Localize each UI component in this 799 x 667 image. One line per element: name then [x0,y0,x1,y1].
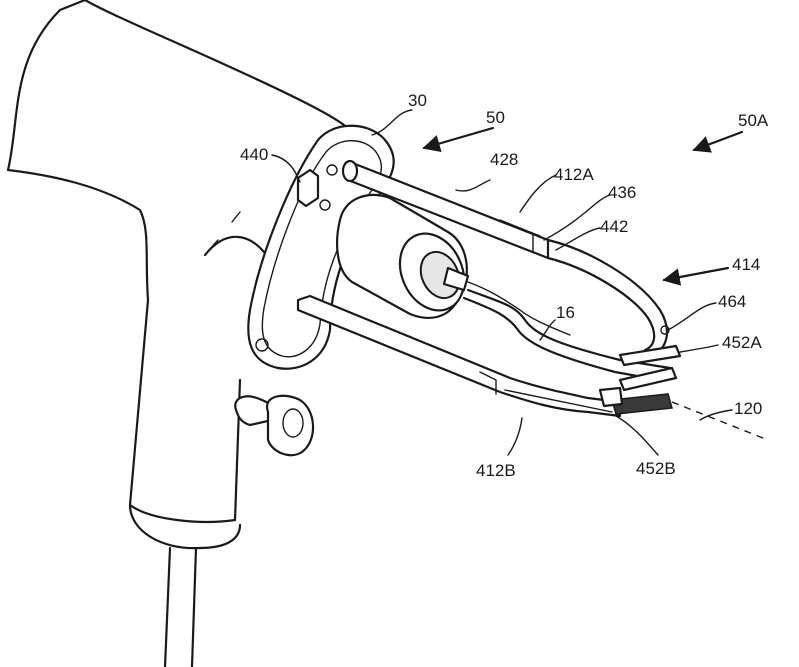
label-414: 414 [732,255,760,274]
label-50A: 50A [738,111,769,130]
label-452A: 452A [722,333,762,352]
label-412A: 412A [554,165,594,184]
label-120: 120 [734,399,762,418]
label-442: 442 [600,217,628,236]
direction-arrows [424,128,742,280]
thumb-knob [235,396,313,455]
label-30: 30 [408,91,427,110]
label-428: 428 [490,150,518,169]
tips-452 [600,346,680,414]
label-50: 50 [486,108,505,127]
frame-414 [548,240,669,356]
label-464: 464 [718,292,746,311]
label-16: 16 [556,303,575,322]
label-452B: 452B [636,459,676,478]
label-440: 440 [240,145,268,164]
label-412B: 412B [476,461,516,480]
label-436: 436 [608,183,636,202]
